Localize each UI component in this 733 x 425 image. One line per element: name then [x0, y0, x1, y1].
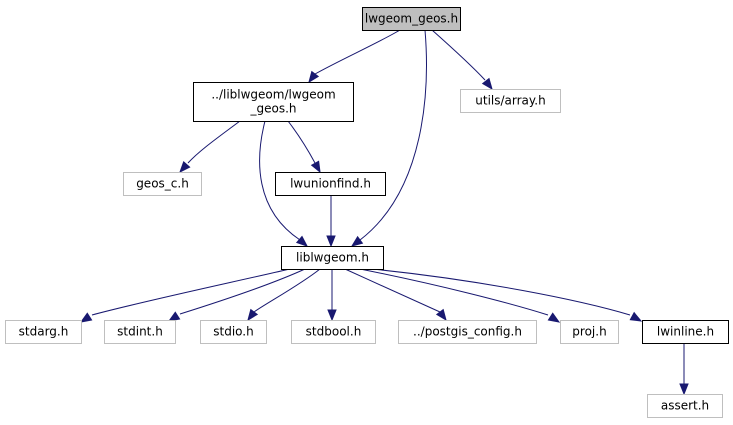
node-label: lwinline.h: [657, 325, 714, 339]
node-stdbool: stdbool.h: [291, 320, 376, 344]
arrowhead-icon: [327, 309, 337, 322]
edge-liblwgeom-to-lwinline: [371, 268, 643, 322]
node-lwunionfind[interactable]: lwunionfind.h: [275, 172, 386, 196]
node-label: ../postgis_config.h: [413, 325, 522, 339]
edge-line: [253, 268, 321, 313]
node-label: proj.h: [572, 325, 606, 339]
node-utils-array: utils/array.h: [460, 89, 561, 113]
arrowhead-icon: [167, 311, 181, 322]
node-label: liblwgeom.h: [296, 251, 369, 265]
node-box: [398, 320, 537, 344]
nodes-layer: lwgeom_geos.h ../liblwgeom/lwgeom_geos.h u…: [5, 7, 729, 418]
node-box: [281, 246, 384, 270]
node-box: [123, 172, 202, 196]
edge-line: [287, 120, 316, 164]
edge-liblwgeom-to-stdbool: [327, 269, 337, 322]
node-box: [200, 320, 267, 344]
node-box: [275, 172, 386, 196]
edge-liblwgeom-to-stdarg: [79, 268, 291, 323]
edge-lwinline-to-assert: [679, 343, 689, 396]
edge-line: [344, 268, 441, 313]
edge-line: [359, 29, 427, 241]
node-postgis-config: ../postgis_config.h: [398, 320, 537, 344]
edge-liblwgeom-to-postgis_config: [344, 268, 447, 322]
node-liblwgeom[interactable]: liblwgeom.h: [281, 246, 384, 270]
node-label: stdint.h: [117, 325, 163, 339]
arrowhead-icon: [295, 235, 309, 247]
node-box: [642, 320, 729, 344]
edge-line: [91, 268, 291, 316]
node-box: [291, 320, 376, 344]
node-box: [560, 320, 619, 344]
node-assert: assert.h: [647, 394, 723, 418]
node-label: ../liblwgeom/lwgeom: [211, 88, 335, 102]
edges-layer: [79, 29, 689, 396]
edge-lwgeom_geos-to-liblwgeom_lwgeom_geos: [308, 29, 401, 84]
arrowhead-icon: [350, 235, 364, 247]
arrowhead-icon: [247, 308, 259, 322]
edge-line: [431, 29, 486, 81]
edge-liblwgeom-to-stdio: [247, 268, 321, 322]
node-liblwgeom-lwgeom-geos[interactable]: ../liblwgeom/lwgeom_geos.h: [193, 82, 354, 122]
node-label: stdio.h: [213, 325, 253, 339]
arrowhead-icon: [326, 235, 336, 248]
node-label: stdarg.h: [19, 325, 69, 339]
node-box: [647, 394, 723, 418]
node-label: lwgeom_geos.h: [365, 12, 458, 26]
node-lwgeom-geos[interactable]: lwgeom_geos.h: [362, 7, 461, 31]
node-lwinline[interactable]: lwinline.h: [642, 320, 729, 344]
edge-line: [359, 268, 549, 316]
edge-line: [314, 29, 401, 75]
arrowhead-icon: [679, 383, 689, 396]
node-label: utils/array.h: [475, 94, 545, 108]
arrowhead-icon: [308, 70, 320, 84]
edge-lwunionfind-to-liblwgeom: [326, 195, 336, 248]
arrowhead-icon: [79, 312, 93, 323]
arrowhead-icon: [310, 160, 321, 174]
edge-line: [371, 268, 631, 316]
arrowhead-icon: [435, 308, 447, 322]
edge-line: [179, 268, 306, 315]
node-label: assert.h: [661, 399, 709, 413]
edge-liblwgeom_lwgeom_geos-to-lwunionfind: [287, 120, 321, 174]
edge-liblwgeom-to-proj: [359, 268, 561, 323]
edge-lwgeom_geos-to-utils_array: [431, 29, 493, 91]
node-stdio: stdio.h: [200, 320, 267, 344]
node-box: [5, 320, 82, 344]
edge-line: [259, 120, 301, 241]
node-box: [193, 82, 354, 122]
node-label: _geos.h: [249, 102, 296, 116]
node-label: lwunionfind.h: [290, 177, 371, 191]
node-proj: proj.h: [560, 320, 619, 344]
edge-liblwgeom_lwgeom_geos-to-geos_c: [179, 120, 241, 174]
arrowhead-icon: [481, 77, 493, 91]
node-label: stdbool.h: [306, 325, 362, 339]
arrowhead-icon: [547, 312, 561, 323]
arrowhead-icon: [179, 161, 191, 174]
edge-lwgeom_geos-to-liblwgeom: [350, 29, 427, 247]
node-box: [104, 320, 176, 344]
edge-liblwgeom-to-stdint: [167, 268, 306, 322]
node-label: geos_c.h: [136, 177, 189, 191]
node-box: [362, 7, 461, 31]
node-geos-c: geos_c.h: [123, 172, 202, 196]
edge-liblwgeom_lwgeom_geos-to-liblwgeom: [259, 120, 309, 247]
arrowhead-icon: [629, 311, 643, 322]
edge-line: [187, 120, 241, 164]
node-stdint: stdint.h: [104, 320, 176, 344]
node-box: [460, 89, 561, 113]
node-stdarg: stdarg.h: [5, 320, 82, 344]
